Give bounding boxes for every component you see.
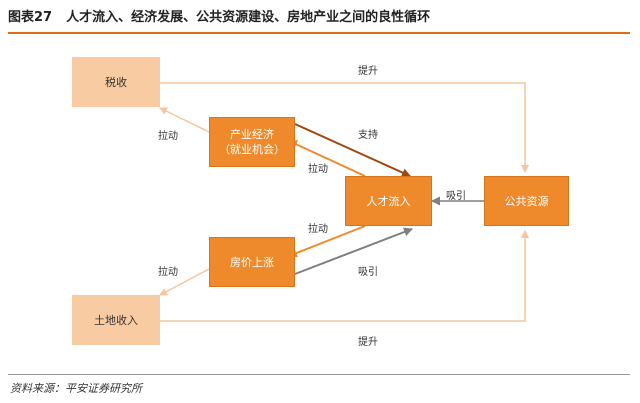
arrow-talent-to-industry xyxy=(288,140,366,177)
public-resources-label: 公共资源 xyxy=(504,194,549,208)
edge-label-land-to-public: 提升 xyxy=(358,337,378,348)
figure-header: 图表27 人才流入、经济发展、公共资源建设、房地产业之间的良性循环 xyxy=(8,6,630,30)
edge-label-talent-to-housing: 拉动 xyxy=(308,224,328,235)
talent-node: 人才流入 xyxy=(345,176,432,226)
edge-label-industry-to-talent: 支持 xyxy=(358,130,378,141)
housing-price-node: 房价上涨 xyxy=(209,237,295,287)
public-resources-node: 公共资源 xyxy=(484,176,569,226)
edge-label-industry-to-tax: 拉动 xyxy=(158,131,178,142)
industry-label: 产业经济 xyxy=(230,128,274,141)
figure-number: 图表27 xyxy=(8,10,53,25)
arrow-land-to-public xyxy=(160,230,529,322)
industry-sublabel: （就业机会） xyxy=(219,143,285,156)
arrow-housing-to-talent xyxy=(294,227,413,275)
edge-label-tax-to-public: 提升 xyxy=(358,66,378,77)
figure-title: 人才流入、经济发展、公共资源建设、房地产业之间的良性循环 xyxy=(66,10,431,25)
edge-label-public-to-talent: 吸引 xyxy=(446,191,466,202)
arrow-industry-to-talent xyxy=(294,123,411,177)
land-income-label: 土地收入 xyxy=(94,313,138,327)
source-note: 资料来源：平安证券研究所 xyxy=(10,382,142,395)
tax-node: 税收 xyxy=(72,57,160,107)
edge-label-talent-to-industry: 拉动 xyxy=(308,164,328,175)
footer-divider xyxy=(8,374,630,375)
arrow-housing-to-land xyxy=(159,268,210,296)
arrow-tax-to-public xyxy=(160,82,529,173)
edge-label-housing-to-talent: 吸引 xyxy=(358,267,378,278)
tax-label: 税收 xyxy=(105,75,127,89)
talent-label: 人才流入 xyxy=(366,194,411,208)
header-divider xyxy=(8,32,630,34)
arrow-industry-to-tax xyxy=(159,107,210,133)
housing-price-label: 房价上涨 xyxy=(230,255,274,269)
arrow-talent-to-housing xyxy=(288,225,366,258)
edge-label-housing-to-land: 拉动 xyxy=(158,267,178,278)
land-income-node: 土地收入 xyxy=(72,295,160,345)
industry-node: 产业经济 （就业机会） xyxy=(209,117,295,167)
